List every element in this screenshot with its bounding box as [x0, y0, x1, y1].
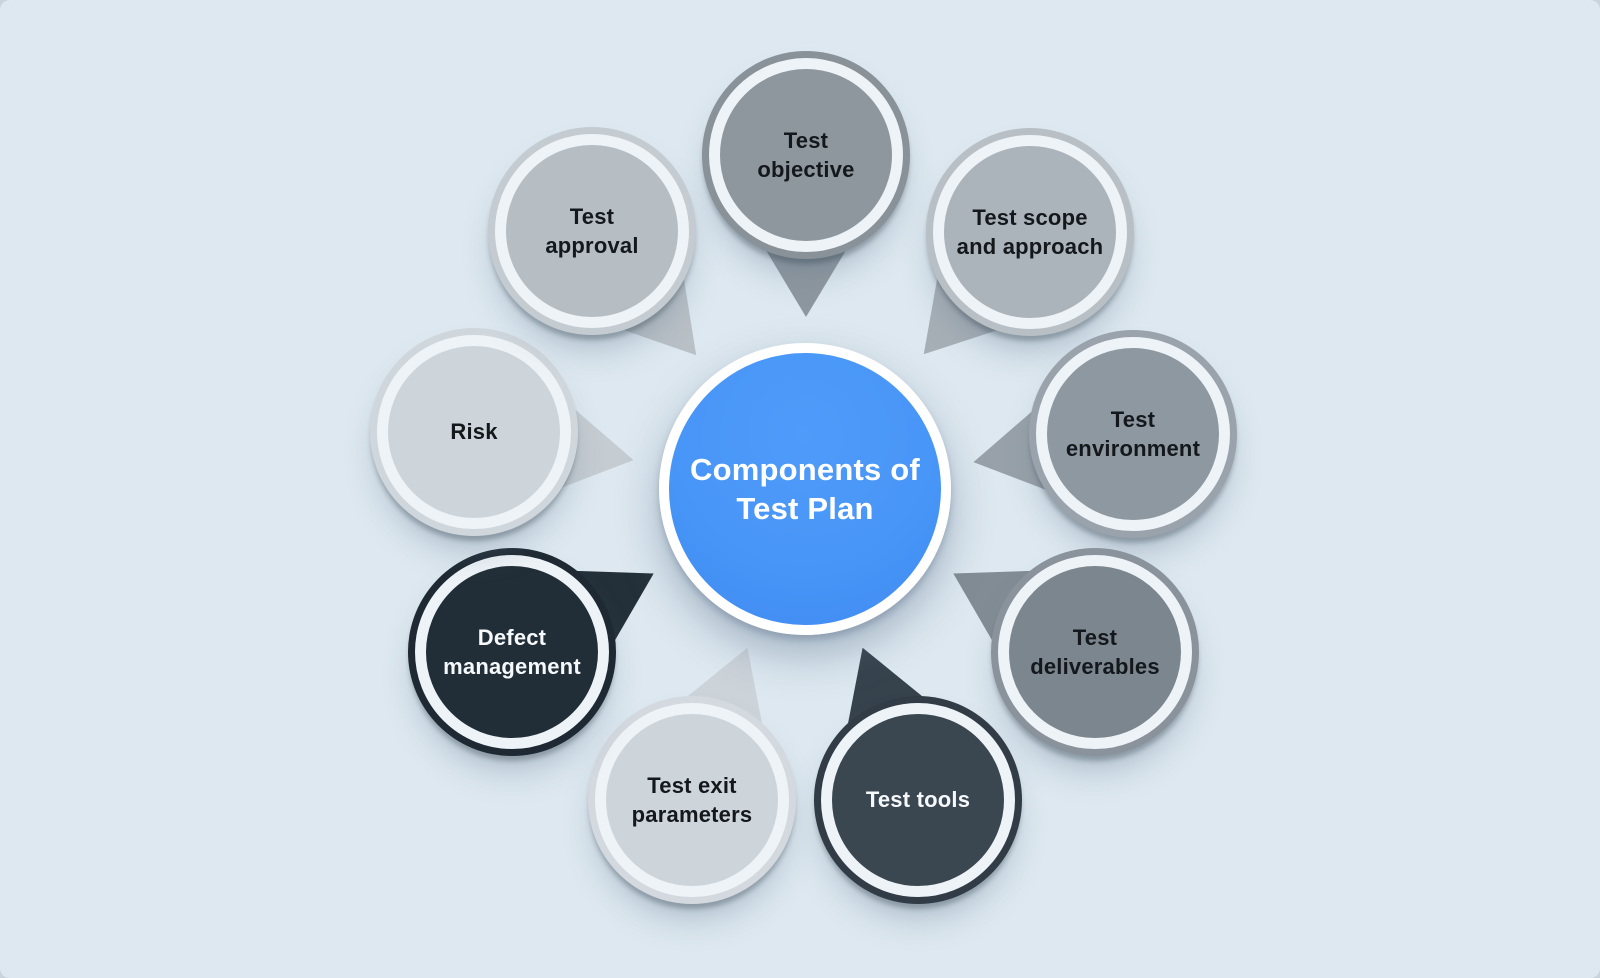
- bubble: Test tools: [821, 703, 1015, 897]
- bubble: Risk: [377, 335, 571, 529]
- center-bubble: Components of Test Plan: [659, 343, 951, 635]
- node-label: Test scope and approach: [956, 204, 1104, 259]
- center-label: Components of Test Plan: [690, 451, 920, 526]
- bubble: Test environment: [1036, 337, 1230, 531]
- node-label: Risk: [450, 419, 498, 445]
- bubble: Test exit parameters: [595, 703, 789, 897]
- bubble: Test approval: [495, 134, 689, 328]
- bubble: Defect management: [415, 555, 609, 749]
- node-label: Test approval: [545, 203, 639, 258]
- node-label: Test exit parameters: [631, 772, 753, 827]
- bubble: Test deliverables: [998, 555, 1192, 749]
- bubble: Test objective: [709, 58, 903, 252]
- bubble: Test scope and approach: [933, 135, 1127, 329]
- node-label: Test tools: [865, 787, 971, 813]
- node-label: Test objective: [757, 127, 855, 182]
- node-label: Test deliverables: [1030, 624, 1160, 679]
- node-label: Test environment: [1065, 406, 1201, 461]
- node-label: Defect management: [443, 624, 581, 679]
